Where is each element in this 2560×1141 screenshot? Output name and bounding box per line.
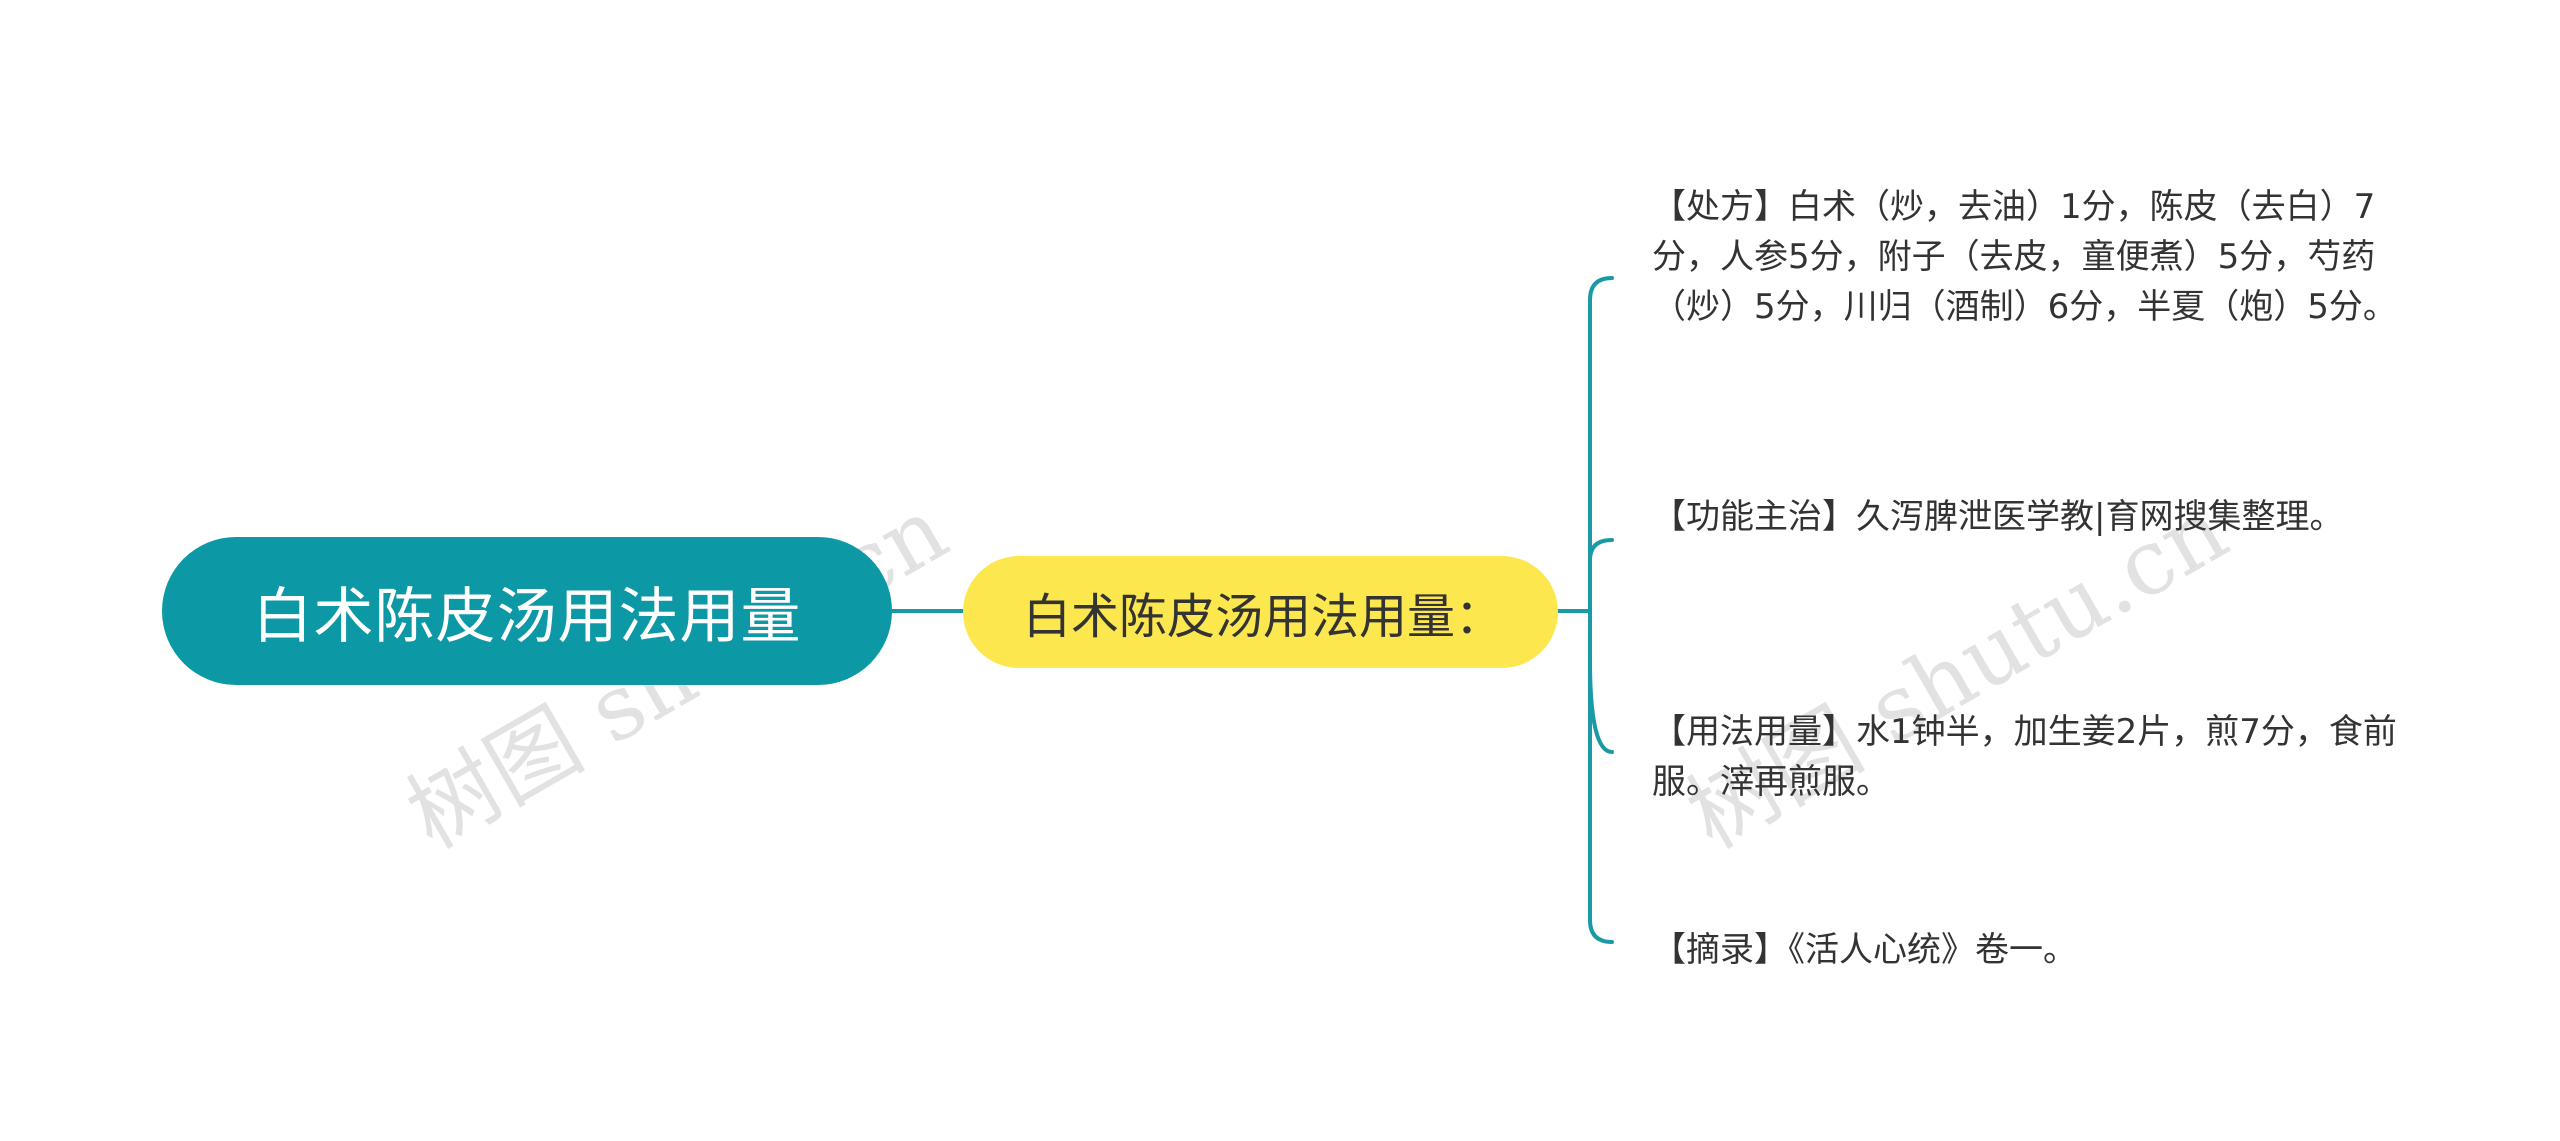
root-node[interactable]: 白术陈皮汤用法用量 (162, 537, 892, 685)
root-node-label: 白术陈皮汤用法用量 (252, 581, 802, 652)
leaf-connector-1 (1588, 538, 1614, 562)
leaf-node-prescription[interactable]: 【处方】白术（炒，去油）1分，陈皮（去白）7分，人参5分，附子（去皮，童便煮）5… (1652, 187, 2397, 327)
leaf-node-source[interactable]: 【摘录】《活人心统》卷一。 (1652, 930, 2077, 970)
branch-node-label: 白术陈皮汤用法用量： (1023, 589, 1504, 645)
leaf-connector-2 (1588, 658, 1614, 754)
bracket-spine-lower (1588, 609, 1614, 944)
branch-node[interactable]: 白术陈皮汤用法用量： (963, 556, 1558, 668)
leaf-node-indications[interactable]: 【功能主治】久泻脾泄医学教|育网搜集整理。 (1652, 497, 2344, 537)
bracket-spine (1588, 276, 1614, 613)
leaf-node-usage[interactable]: 【用法用量】水1钟半，加生姜2片，煎7分，食前服。滓再煎服。 (1652, 712, 2397, 802)
